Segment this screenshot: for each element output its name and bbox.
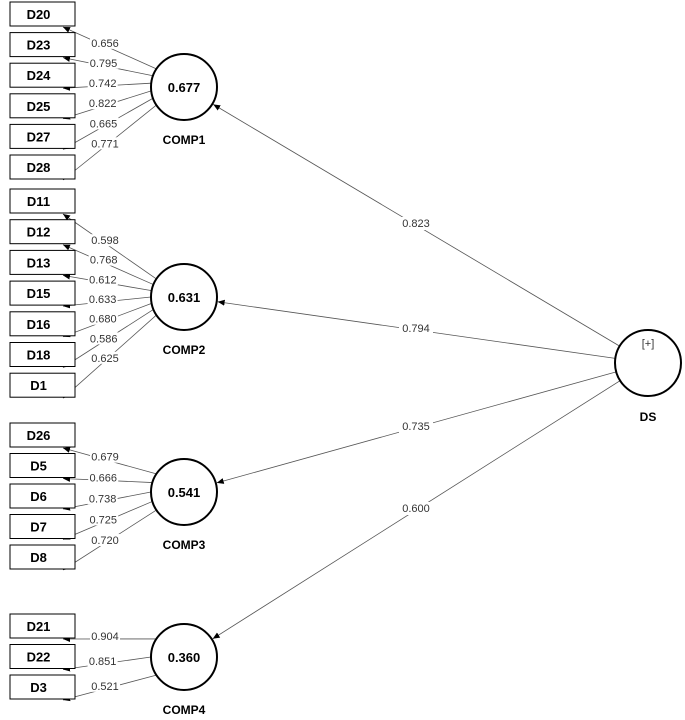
path-coefficient: 0.823 xyxy=(402,218,430,230)
loading-value: 0.679 xyxy=(91,452,119,464)
loading-value: 0.742 xyxy=(89,78,117,90)
indicator-name: D20 xyxy=(27,7,51,22)
indicator-box[interactable]: D5 xyxy=(10,454,75,478)
indicator-box[interactable]: D23 xyxy=(10,33,75,57)
loading-value: 0.625 xyxy=(91,353,119,365)
loading-value: 0.521 xyxy=(91,681,119,693)
r-squared-value: 0.360 xyxy=(168,650,201,665)
construct-label: COMP3 xyxy=(163,538,206,552)
loading-value: 0.598 xyxy=(91,235,119,247)
indicator-name: D18 xyxy=(27,348,51,363)
loading-value: 0.666 xyxy=(89,472,117,484)
indicator-name: D3 xyxy=(30,680,47,695)
indicator-name: D25 xyxy=(27,99,51,114)
loading-value: 0.586 xyxy=(90,333,118,345)
loading-value: 0.768 xyxy=(90,255,118,267)
loading-value: 0.822 xyxy=(89,98,117,110)
expand-toggle[interactable]: [+] xyxy=(642,338,655,350)
indicator-box[interactable]: D21 xyxy=(10,614,75,638)
indicator-box[interactable]: D1 xyxy=(10,373,75,397)
loading-value: 0.656 xyxy=(91,38,119,50)
indicator-name: D22 xyxy=(27,650,51,665)
indicator-box[interactable]: D28 xyxy=(10,155,75,179)
loading-value: 0.904 xyxy=(91,631,119,643)
indicator-box[interactable]: D16 xyxy=(10,312,75,336)
construct-label: COMP1 xyxy=(163,133,206,147)
indicator-box[interactable]: D15 xyxy=(10,281,75,305)
loading-value: 0.738 xyxy=(89,493,117,505)
indicator-name: D7 xyxy=(30,520,47,535)
indicator-box[interactable]: D7 xyxy=(10,515,75,539)
loading-value: 0.612 xyxy=(89,274,117,286)
indicator-box[interactable]: D11 xyxy=(10,189,75,213)
loading-value: 0.720 xyxy=(91,535,119,547)
indicator-box[interactable]: D18 xyxy=(10,343,75,367)
indicator-box[interactable]: D3 xyxy=(10,675,75,699)
ds-construct-label: DS xyxy=(640,410,657,424)
r-squared-value: 0.677 xyxy=(168,80,201,95)
r-squared-value: 0.631 xyxy=(168,290,201,305)
indicator-name: D23 xyxy=(27,38,51,53)
indicator-name: D21 xyxy=(27,619,51,634)
indicator-box[interactable]: D8 xyxy=(10,545,75,569)
indicator-name: D27 xyxy=(27,129,51,144)
indicator-box[interactable]: D27 xyxy=(10,124,75,148)
indicator-name: D16 xyxy=(27,317,51,332)
indicator-name: D15 xyxy=(27,286,51,301)
indicator-box[interactable]: D20 xyxy=(10,2,75,26)
indicator-box[interactable]: D6 xyxy=(10,484,75,508)
indicator-name: D8 xyxy=(30,550,47,565)
indicator-name: D26 xyxy=(27,428,51,443)
indicator-name: D1 xyxy=(30,378,47,393)
indicator-box[interactable]: D25 xyxy=(10,94,75,118)
indicator-name: D12 xyxy=(27,225,51,240)
indicator-name: D11 xyxy=(27,194,50,209)
loading-value: 0.665 xyxy=(90,118,118,130)
loading-value: 0.680 xyxy=(89,314,117,326)
indicator-name: D13 xyxy=(27,255,51,270)
loading-value: 0.795 xyxy=(90,58,118,70)
loading-value: 0.771 xyxy=(91,138,119,150)
indicator-box[interactable]: D13 xyxy=(10,250,75,274)
indicator-name: D6 xyxy=(30,489,47,504)
construct-label: COMP4 xyxy=(163,703,206,715)
loading-value: 0.851 xyxy=(89,656,117,668)
path-coefficient: 0.735 xyxy=(402,421,430,433)
path-coefficient: 0.794 xyxy=(402,323,430,335)
indicator-name: D28 xyxy=(27,160,51,175)
loading-value: 0.633 xyxy=(89,294,117,306)
loading-value: 0.725 xyxy=(89,514,117,526)
construct-label: COMP2 xyxy=(163,343,206,357)
indicator-box[interactable]: D26 xyxy=(10,423,75,447)
indicator-box[interactable]: D22 xyxy=(10,645,75,669)
indicator-box[interactable]: D12 xyxy=(10,220,75,244)
indicator-name: D24 xyxy=(27,68,52,83)
indicator-name: D5 xyxy=(30,459,47,474)
indicator-box[interactable]: D24 xyxy=(10,63,75,87)
r-squared-value: 0.541 xyxy=(168,485,201,500)
path-coefficient: 0.600 xyxy=(402,503,430,515)
